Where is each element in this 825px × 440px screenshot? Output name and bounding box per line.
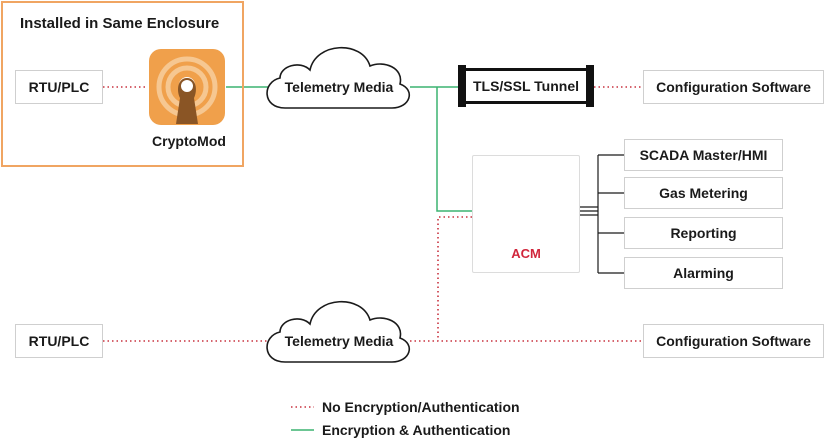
reporting-box: Reporting [624,217,783,249]
telemetry-media-label-top: Telemetry Media [284,79,394,95]
acm-card: ACM [472,155,580,273]
tunnel-left-cap [458,65,466,107]
rtu-plc-box-top: RTU/PLC [15,70,103,104]
tunnel-right-cap [586,65,594,107]
alarming-box: Alarming [624,257,783,289]
gas-metering-box: Gas Metering [624,177,783,209]
enclosure-title: Installed in Same Enclosure [20,15,220,32]
cryptomod-icon [149,49,225,125]
legend-encryption-label: Encryption & Authentication [322,422,511,438]
telemetry-to-acm-line [436,87,472,212]
cloud-icon [266,46,411,109]
telemetry-media-label-bottom: Telemetry Media [284,333,394,349]
legend-no-encryption-label: No Encryption/Authentication [322,399,520,415]
cloud-icon [266,300,411,363]
configuration-software-box-top: Configuration Software [643,70,824,104]
cryptomod-label: CryptoMod [152,133,226,149]
unencrypted-connectors [103,86,643,342]
tls-ssl-tunnel: TLS/SSL Tunnel [458,65,594,107]
acm-label: ACM [511,246,541,261]
acm-to-bottom-network-line [437,216,472,341]
enclosure-frame [1,1,244,167]
encrypted-connectors [226,86,472,212]
acm-output-bracket [580,154,624,274]
configuration-software-box-bottom: Configuration Software [643,324,824,358]
scada-master-hmi-box: SCADA Master/HMI [624,139,783,171]
rtu-plc-box-bottom: RTU/PLC [15,324,103,358]
tunnel-label: TLS/SSL Tunnel [472,78,580,94]
